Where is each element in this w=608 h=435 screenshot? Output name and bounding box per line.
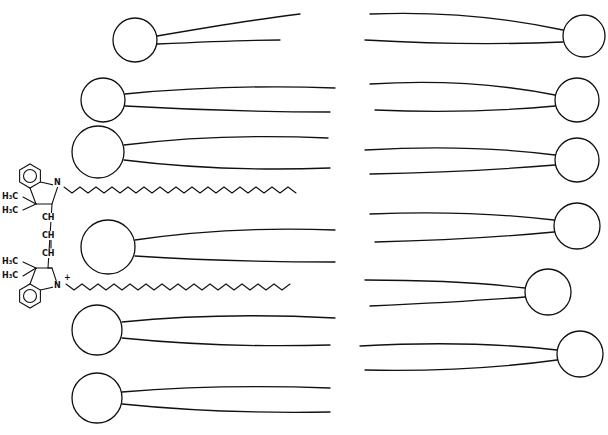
alkyl-chain [64, 187, 296, 193]
methyl-label: H₃C [1, 257, 19, 266]
methine-label: CH [41, 231, 56, 240]
lipid-heads-right [525, 15, 605, 377]
lipid-tails-left [122, 14, 335, 412]
methine-label: CH [41, 213, 56, 222]
dye-structure [20, 164, 296, 308]
methyl-label: H₃C [1, 192, 19, 201]
methyl-label: H₃C [1, 271, 19, 280]
charge-label: + [63, 273, 72, 282]
alkyl-chain [66, 284, 290, 290]
nitrogen-label: N [53, 178, 62, 187]
methyl-label: H₃C [1, 206, 19, 215]
nitrogen-label: N [53, 281, 62, 290]
methine-label: CH [41, 249, 56, 258]
lipid-heads-left [72, 18, 157, 423]
lipid-tails-right [360, 13, 563, 370]
